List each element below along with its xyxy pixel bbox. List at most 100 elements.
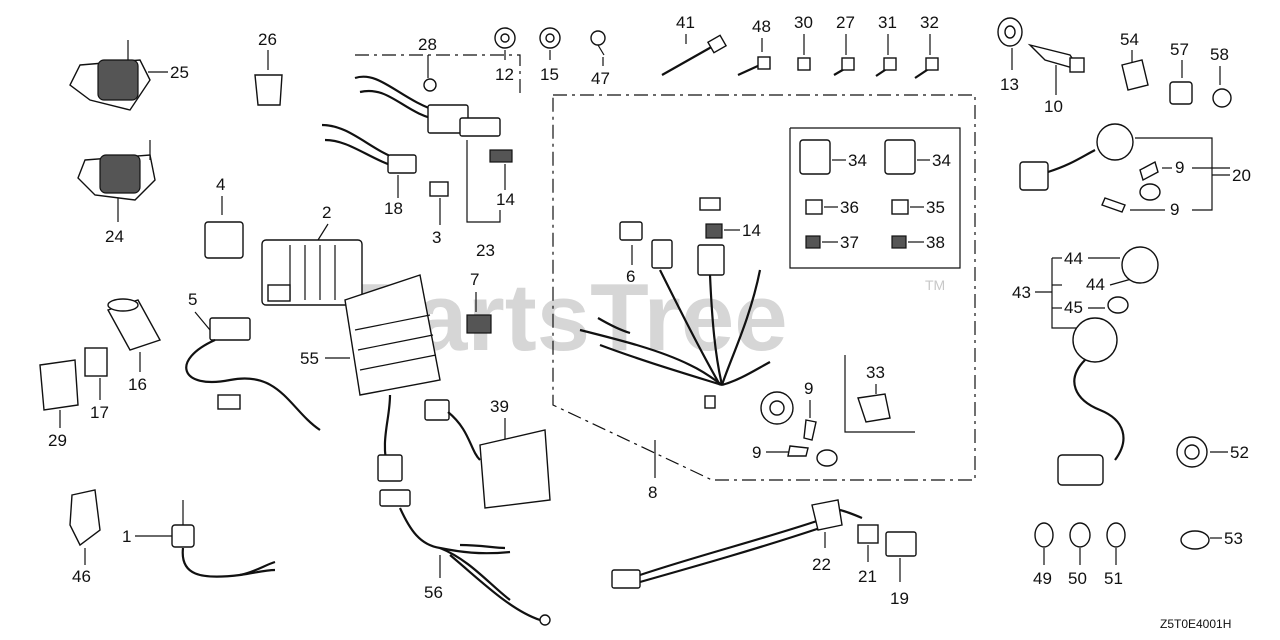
wire-group-outline (355, 54, 521, 95)
terminal-3[interactable] (429, 181, 449, 197)
label-32: 32 (920, 13, 939, 32)
label-24: 24 (105, 227, 124, 246)
main-harness-8[interactable] (579, 197, 794, 425)
clip-49[interactable] (1034, 522, 1054, 548)
engine-mount-25[interactable] (69, 40, 151, 111)
bolt-27[interactable] (833, 57, 855, 76)
harness-56[interactable] (379, 489, 551, 626)
label-44b: 44 (1086, 275, 1105, 294)
fuse-holder-7[interactable] (466, 314, 492, 334)
label-22: 22 (812, 555, 831, 574)
label-20: 20 (1232, 166, 1251, 185)
regulator-2[interactable] (261, 239, 363, 306)
label-48: 48 (752, 17, 771, 36)
regulator-55[interactable] (344, 274, 441, 482)
label-21: 21 (858, 567, 877, 586)
bolt-31[interactable] (875, 57, 897, 77)
label-19: 19 (890, 589, 909, 608)
unit-39[interactable] (424, 399, 551, 509)
label-58: 58 (1210, 45, 1229, 64)
spacer-54[interactable] (1121, 59, 1149, 91)
clip-46[interactable] (69, 489, 101, 547)
grommet-29[interactable] (39, 359, 79, 411)
terminal-38[interactable] (891, 235, 907, 249)
label-39: 39 (490, 397, 509, 416)
label-2: 2 (322, 203, 331, 222)
pin-9a[interactable] (803, 419, 817, 441)
label-53: 53 (1224, 529, 1243, 548)
ignition-switch-43[interactable] (1057, 246, 1159, 486)
label-18: 18 (384, 199, 403, 218)
label-46: 46 (72, 567, 91, 586)
switch-20[interactable] (1019, 123, 1161, 213)
cap-26[interactable] (254, 74, 283, 106)
label-23: 23 (476, 241, 495, 260)
label-9d: 9 (1170, 200, 1179, 219)
label-47: 47 (591, 69, 610, 88)
connector-4[interactable] (204, 221, 244, 259)
label-45: 45 (1064, 298, 1083, 317)
connector-group-box (789, 127, 961, 269)
trademark: TM (925, 277, 945, 293)
label-54: 54 (1120, 30, 1139, 49)
label-51: 51 (1104, 569, 1123, 588)
label-12: 12 (495, 65, 514, 84)
connector-34a[interactable] (799, 139, 831, 175)
fuse-14-top[interactable] (489, 149, 513, 163)
label-34a: 34 (848, 151, 867, 170)
sensor-10[interactable] (1027, 43, 1085, 73)
label-27: 27 (836, 13, 855, 32)
clip-51[interactable] (1106, 522, 1126, 548)
bolt-41[interactable] (661, 34, 728, 76)
wire-assembly-5[interactable] (185, 317, 321, 431)
label-43: 43 (1012, 283, 1031, 302)
terminal-35[interactable] (891, 199, 909, 215)
label-29: 29 (48, 431, 67, 450)
connector-21[interactable] (857, 524, 879, 544)
label-25: 25 (170, 63, 189, 82)
label-4: 4 (216, 175, 225, 194)
diagram-code: Z5T0E4001H (1160, 617, 1231, 631)
screw-28[interactable] (423, 78, 437, 92)
oring-9[interactable] (816, 449, 838, 467)
label-33: 33 (866, 363, 885, 382)
clip-50[interactable] (1069, 522, 1091, 548)
label-28: 28 (418, 35, 437, 54)
harness-22[interactable] (611, 499, 863, 589)
bolt-30[interactable] (797, 57, 811, 71)
bolt-32[interactable] (914, 57, 939, 79)
label-16: 16 (128, 375, 147, 394)
label-14a: 14 (496, 190, 515, 209)
label-15: 15 (540, 65, 559, 84)
tube-16[interactable] (106, 298, 162, 351)
bolt-57[interactable] (1169, 81, 1193, 105)
clamp-53[interactable] (1180, 530, 1210, 550)
knob-33[interactable] (857, 393, 891, 423)
label-41: 41 (676, 13, 695, 32)
label-30: 30 (794, 13, 813, 32)
label-10: 10 (1044, 97, 1063, 116)
screw-47[interactable] (590, 30, 606, 56)
label-56: 56 (424, 583, 443, 602)
terminal-37[interactable] (805, 235, 821, 249)
clip-17[interactable] (84, 347, 108, 377)
wire-harness-23[interactable] (321, 75, 501, 174)
label-38: 38 (926, 233, 945, 252)
sensor-1[interactable] (171, 500, 276, 578)
label-14b: 14 (742, 221, 761, 240)
engine-mount-24[interactable] (77, 140, 156, 201)
label-52: 52 (1230, 443, 1249, 462)
label-8: 8 (648, 483, 657, 502)
label-57: 57 (1170, 40, 1189, 59)
connector-34b[interactable] (884, 139, 916, 175)
label-7: 7 (470, 270, 479, 289)
terminal-36[interactable] (805, 199, 823, 215)
bolt-48[interactable] (737, 56, 771, 77)
washer-58[interactable] (1212, 88, 1232, 108)
label-55: 55 (300, 349, 319, 368)
pin-9b[interactable] (787, 445, 809, 457)
label-37: 37 (840, 233, 859, 252)
connector-19[interactable] (885, 531, 917, 557)
label-44a: 44 (1064, 249, 1083, 268)
